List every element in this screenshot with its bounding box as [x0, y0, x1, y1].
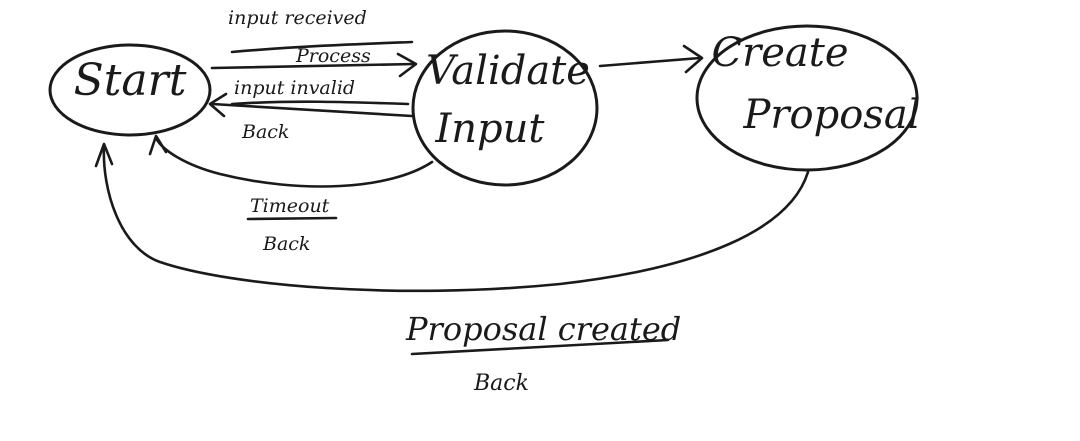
node-create-label-line1: Create	[712, 30, 849, 76]
edge-validate-to-create	[598, 44, 704, 74]
node-start: Start	[48, 43, 212, 137]
edge-proposal-created-underline	[410, 338, 670, 356]
edge-input-received-line	[210, 62, 416, 70]
edge-input-received-arrowhead	[396, 52, 418, 78]
node-create-proposal: Create Proposal	[695, 24, 921, 172]
edge-proposal-created-action: Back	[473, 371, 529, 396]
edge-input-invalid-event: input invalid	[234, 77, 355, 99]
edge-input-invalid-line	[210, 102, 414, 118]
node-create-shape	[695, 24, 919, 172]
edge-input-received: input received Process	[210, 7, 418, 78]
edge-proposal-created-arrowhead	[94, 142, 114, 168]
node-validate-label-line2: Input	[434, 106, 545, 152]
edge-timeout-line	[154, 136, 434, 188]
edge-input-invalid: input invalid Back	[208, 77, 414, 143]
node-create-label-line2: Proposal	[743, 92, 921, 138]
edge-input-received-divider	[230, 40, 414, 54]
node-validate-shape	[411, 29, 599, 187]
edge-input-invalid-arrowhead	[208, 92, 228, 118]
edge-timeout: Timeout Back	[148, 134, 434, 255]
edge-validate-to-create-arrowhead	[682, 44, 704, 74]
edge-proposal-created: Proposal created Back	[94, 142, 810, 396]
node-validate-input: Validate Input	[411, 29, 599, 187]
edge-timeout-event: Timeout	[250, 195, 330, 217]
edge-proposal-created-line	[102, 144, 810, 293]
node-start-shape	[48, 43, 212, 137]
edge-input-received-event: input received	[228, 7, 367, 29]
edge-timeout-arrowhead	[148, 134, 168, 156]
edge-validate-to-create-line	[598, 56, 702, 68]
edge-timeout-action: Back	[262, 233, 310, 255]
edge-timeout-underline	[246, 216, 338, 221]
node-validate-label-line1: Validate	[426, 48, 590, 94]
edge-input-invalid-action: Back	[241, 121, 289, 143]
edge-input-invalid-divider	[230, 100, 410, 106]
edge-input-received-action: Process	[295, 45, 371, 67]
edge-proposal-created-event: Proposal created	[405, 310, 681, 348]
node-start-label: Start	[74, 55, 187, 106]
